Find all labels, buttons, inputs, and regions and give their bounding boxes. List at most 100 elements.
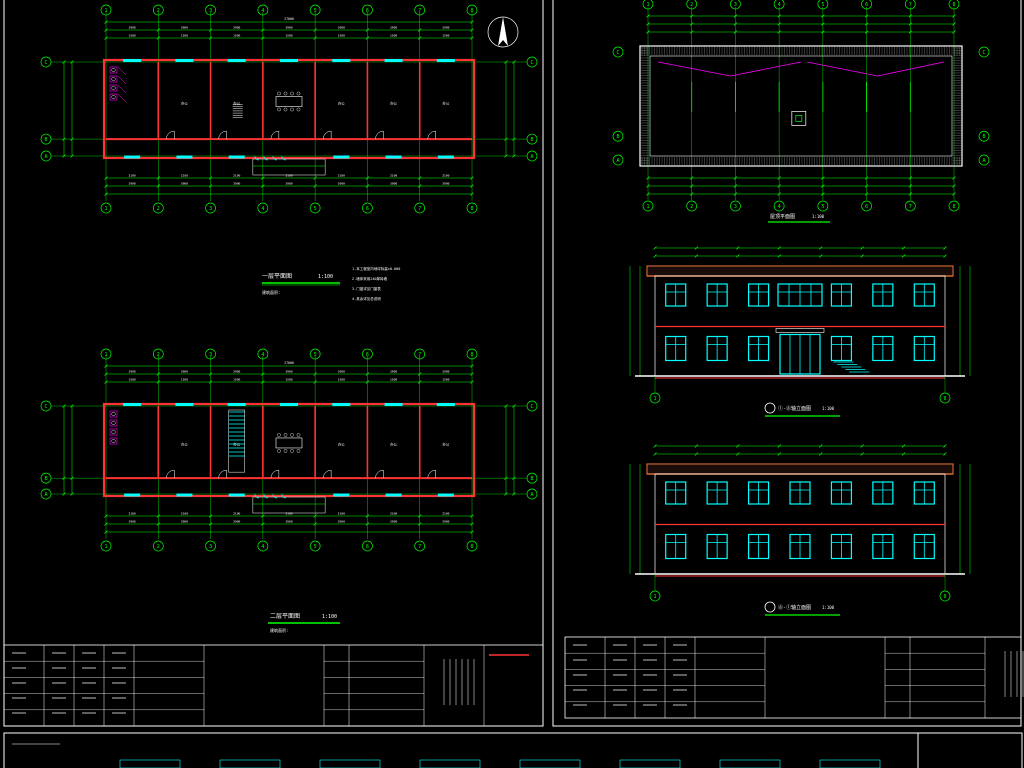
dim-text: 3900 xyxy=(285,26,292,30)
dim-top-row-tick xyxy=(104,364,108,368)
window-south xyxy=(176,155,193,159)
roof-title: 屋顶平面图 xyxy=(770,214,795,220)
axis-top-5 xyxy=(309,348,321,360)
axis-top-8-label: 8 xyxy=(470,8,473,14)
roof-dim-top-tick xyxy=(952,14,956,18)
dim-text: 3900 xyxy=(129,182,136,186)
dim-left-tick xyxy=(62,492,66,496)
roof-axis-top xyxy=(642,0,654,10)
dim-bottom-row-tick xyxy=(156,522,161,526)
dim-text: 1500 xyxy=(181,378,188,382)
dim-text: 2100 xyxy=(442,174,449,178)
dim-text: 2100 xyxy=(129,512,136,516)
entrance-door xyxy=(272,493,277,499)
toilet-fixture xyxy=(111,86,116,90)
bottom-partial-element xyxy=(319,759,381,768)
chair xyxy=(290,107,294,112)
door-swing xyxy=(166,130,175,140)
dim-text: 3900 xyxy=(390,182,397,186)
dim-text: 1500 xyxy=(285,34,292,38)
entrance-door xyxy=(263,155,268,161)
dim-text: 3900 xyxy=(129,26,136,30)
roof-dim-bottom-tick xyxy=(777,192,781,196)
roof-dim-top-tick xyxy=(864,14,869,18)
dim-bottom-row-tick xyxy=(208,176,213,180)
dim-text: 3900 xyxy=(338,370,345,374)
dim-text: 2100 xyxy=(233,174,240,178)
plan-1-title-block: 一层平面图 1:100 建筑面积: xyxy=(262,273,340,295)
room-label: 办公 xyxy=(233,100,240,105)
back-dim-top-tick xyxy=(653,444,657,448)
roof-dim-bottom-tick xyxy=(646,176,650,180)
roof-dim-top-tick xyxy=(646,14,650,18)
dim-bottom-row-tick xyxy=(104,514,108,518)
front-dim-top-tick xyxy=(653,246,657,250)
roof-hatch-inner xyxy=(795,115,803,122)
axis-top-3 xyxy=(205,4,216,16)
meeting-table xyxy=(275,437,303,449)
dim-left-tick xyxy=(70,492,74,496)
dim-text: 2100 xyxy=(285,512,292,516)
elevation-back-title: ⑧-①轴立面图 1:100 xyxy=(764,601,840,616)
axis-bottom-8-label: 8 xyxy=(470,544,473,550)
chair xyxy=(277,449,281,453)
roof-axis-bottom xyxy=(730,200,741,212)
room-label: 办公 xyxy=(390,100,397,105)
roof-dim-bottom-tick xyxy=(777,184,781,188)
dim-text: 2100 xyxy=(338,174,345,178)
dim-left-tick xyxy=(70,137,74,141)
roof-dim-bottom-tick xyxy=(733,192,738,196)
dim-bottom-row-tick xyxy=(417,522,422,526)
back-axis-right-label: 8 xyxy=(943,594,946,600)
dim-left-tick xyxy=(70,476,74,480)
dim-total: 27000 xyxy=(284,361,294,365)
axis-left-C-label: C xyxy=(44,404,47,410)
axis-bottom-4 xyxy=(257,202,269,214)
door-swing xyxy=(375,130,384,140)
plan-2-area: 建筑面积: xyxy=(270,627,288,633)
elev-back-title: ⑧-①轴立面图 xyxy=(778,604,811,611)
dim-top-row-tick xyxy=(470,28,474,32)
door-swing xyxy=(166,469,175,479)
dim-bottom-row-tick xyxy=(470,192,474,196)
dim-text: 1500 xyxy=(233,378,240,382)
toilet-fixture xyxy=(111,430,116,434)
axis-bottom-6 xyxy=(362,202,373,214)
window-south xyxy=(333,155,350,159)
axis-bottom-8-label: 8 xyxy=(470,206,473,212)
axis-left-A xyxy=(40,488,52,500)
axis-top-3-label: 3 xyxy=(209,8,212,14)
dim-top-row-tick xyxy=(365,28,370,32)
dim-text: 3900 xyxy=(285,182,292,186)
dim-bottom-row-tick xyxy=(470,184,474,188)
door-swing xyxy=(270,469,279,479)
axis-top-1-label: 1 xyxy=(104,352,107,358)
note-2: 2.墙体采用240厚砖墙 xyxy=(352,276,388,281)
roof-axis-bottom-label: 1 xyxy=(646,204,649,210)
axis-right-A-label: A xyxy=(530,154,533,160)
window-north xyxy=(227,59,246,62)
dim-left-tick xyxy=(62,60,66,64)
dim-bottom-row-tick xyxy=(417,514,422,518)
roof-axis-bottom-label: 2 xyxy=(690,204,693,210)
toilet-fixture xyxy=(111,421,116,425)
dim-bottom-row-tick xyxy=(365,184,370,188)
toilet-stall xyxy=(109,84,118,92)
window-north xyxy=(332,59,351,62)
dim-top-row-tick xyxy=(104,28,108,32)
roof-axis-right xyxy=(978,130,990,142)
axis-left-A xyxy=(40,150,52,162)
dim-right-tick xyxy=(512,492,516,496)
axis-bottom-2 xyxy=(152,202,164,214)
tb-left-frame xyxy=(3,644,544,727)
window-south xyxy=(228,155,245,159)
dim-text: 2100 xyxy=(233,512,240,516)
axis-bottom-2-label: 2 xyxy=(157,544,160,550)
dim-text: 3900 xyxy=(285,520,292,524)
dim-text: 2100 xyxy=(338,512,345,516)
roof-dim-bottom-tick xyxy=(864,176,869,180)
dim-bottom-row-tick xyxy=(156,514,161,518)
back-dim-top-tick xyxy=(777,444,782,448)
dim-top-row-tick xyxy=(208,372,213,376)
